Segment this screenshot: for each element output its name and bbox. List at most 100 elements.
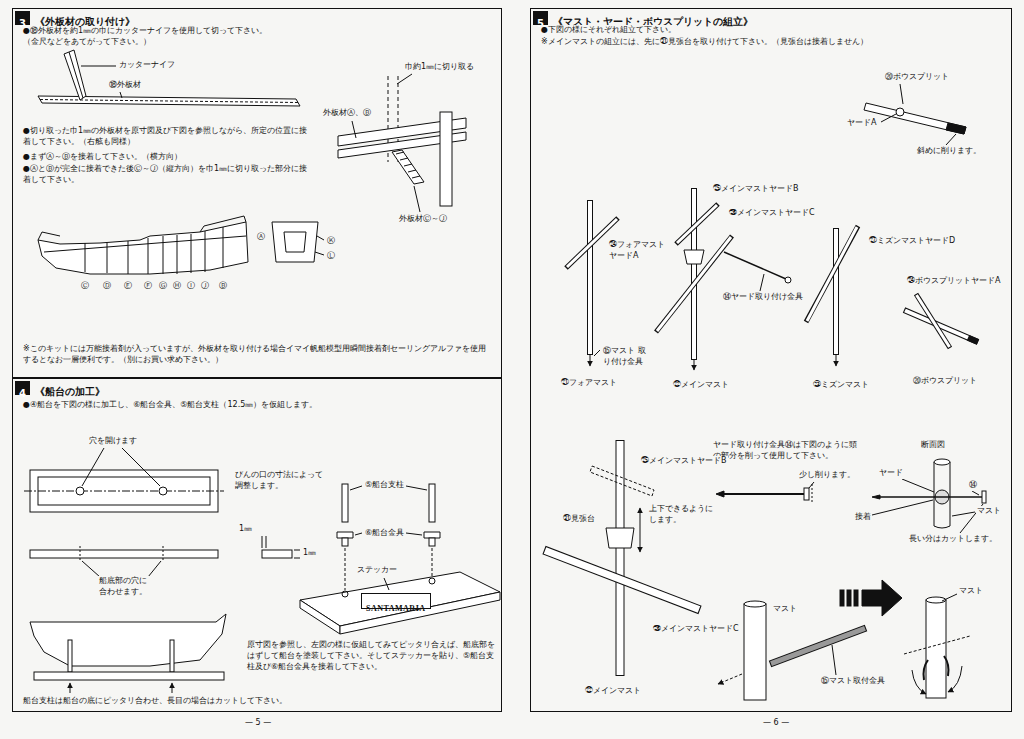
crows-nest — [684, 250, 704, 264]
leader-arrow — [70, 683, 71, 693]
leader-line — [942, 594, 957, 601]
leader-line — [82, 561, 100, 577]
part-label: 1㎜ — [302, 548, 317, 559]
big-arrow — [862, 580, 902, 616]
leader-line — [352, 121, 356, 138]
stand-side-view — [30, 550, 218, 558]
step-number: 5 — [533, 11, 548, 25]
stand-post-part — [342, 484, 348, 522]
step-number: 4 — [15, 381, 30, 395]
stand-board-side — [300, 600, 340, 634]
part-label: ㉕メインマストヤードB — [640, 456, 728, 467]
stand-fitting — [424, 532, 440, 538]
bend-arrow — [912, 670, 926, 694]
frame-post — [440, 112, 452, 206]
instruction-note: ●④船台を下図の様に加工し、⑥船台金具、⑤船台支柱（12.5㎜）を仮組します。 — [22, 400, 318, 411]
leader-line — [972, 491, 979, 495]
stand-fitting — [342, 538, 348, 546]
mizzen-yard-fill — [807, 227, 857, 321]
wale-line — [44, 236, 246, 252]
part-label: ⑮マスト 取り付け金具 — [602, 346, 654, 368]
instruction-note: ●下図の様にそれぞれ組立て下さい。 — [540, 25, 677, 36]
instruction-note: 原寸図を参照し、左図の様に仮組してみてピッタリ合えば、船底部をはずして船台を塗装… — [246, 640, 498, 672]
part-label: 断面図 — [920, 440, 946, 451]
leader-line — [317, 236, 324, 240]
pin-point — [716, 491, 724, 497]
mast-detail — [744, 604, 766, 700]
fitting-leg — [944, 656, 949, 676]
stand-fitting — [429, 538, 435, 546]
part-label: ㉓ミズンマスト — [812, 380, 870, 391]
mizzenmast-fill — [834, 229, 838, 354]
leader-line — [872, 500, 933, 515]
assembly-guide — [432, 548, 433, 576]
part-label: ⑮マスト取付金具 — [820, 676, 886, 687]
yard-c-detail-fill — [545, 550, 699, 609]
page-number: — 6 — — [762, 718, 790, 729]
instruction-note: 長い分はカットします。 — [908, 534, 998, 545]
mast-bottom — [934, 526, 950, 528]
hull-side — [38, 222, 248, 274]
instruction-note: 少し削ります。 — [798, 470, 856, 481]
part-letter: Ⓚ — [326, 236, 336, 247]
mast-pin — [836, 355, 837, 366]
yard-b-ghost — [590, 466, 654, 496]
pin-head — [804, 488, 809, 500]
pin-point — [872, 495, 880, 499]
mast-pin — [694, 360, 695, 370]
trim-line — [812, 484, 813, 504]
part-label: ⑱外板材 — [108, 80, 142, 91]
leader-line — [809, 482, 814, 488]
hull-section — [272, 222, 318, 262]
instruction-note: びんの口の寸法によって調整します。 — [234, 470, 326, 492]
part-label: ⑳ボウスプリット — [884, 72, 950, 83]
instruction-note: ●まずⒶ～Ⓑを接着して下さい。（横方向） — [22, 152, 183, 163]
part-label: 穴を開けます — [88, 436, 138, 447]
vertical-plank — [392, 150, 424, 184]
page-number: — 5 — — [244, 718, 272, 729]
part-letter: Ⓕ — [143, 281, 153, 292]
big-arrow — [854, 590, 858, 606]
part-letter: Ⓘ — [186, 281, 196, 292]
part-letter: Ⓗ — [172, 281, 182, 292]
bowsprit-tip — [946, 123, 966, 134]
stand-end-view — [262, 550, 292, 558]
part-label: ⑥船台金具 — [364, 528, 405, 539]
leader-line — [120, 92, 122, 98]
pin-detail — [724, 493, 804, 495]
mast-section — [950, 462, 951, 526]
stand-post — [170, 640, 174, 672]
leader-line — [594, 350, 600, 356]
bowsprit-yard-fill — [917, 295, 950, 347]
part-label: マスト — [976, 506, 1002, 517]
instruction-note: ヤード取り付け金具⑭は下図のように頭の部分を削って使用して下さい。 — [712, 440, 862, 462]
leader-line — [397, 74, 412, 84]
part-label: ㉔ボウスプリットヤードA — [906, 276, 1001, 287]
main-yard-b-fill — [677, 205, 717, 243]
part-letter: Ⓒ — [80, 281, 90, 292]
step-number-text: 4 — [19, 388, 26, 400]
section-heading: 《船台の加工》 — [35, 385, 105, 399]
yard-end — [896, 108, 904, 116]
main-yard-b — [676, 204, 718, 244]
hole — [342, 591, 348, 597]
instruction-note: 船底部の穴に合わせます。 — [98, 576, 150, 598]
hole-guide — [80, 546, 163, 562]
part-label: マスト — [772, 604, 798, 615]
instruction-note: ※このキットには万能接着剤が入っていますが、外板材を取り付ける場合イマイ帆船模型… — [22, 344, 494, 366]
part-label: ヤード — [878, 468, 904, 479]
bowsprit — [864, 103, 966, 134]
part-letter: Ⓛ — [326, 251, 336, 262]
instruction-note: 船台支柱は船台の底にピッタリ合わせ、長目の場合はカットして下さい。 — [22, 696, 288, 707]
part-label: ㉒メインマスト — [584, 686, 642, 697]
leader-line — [832, 645, 836, 675]
mast-detail — [926, 600, 946, 698]
fitting-leg — [924, 660, 929, 680]
leader-line — [122, 448, 160, 486]
part-letter: Ⓑ — [218, 281, 228, 292]
leader-line — [414, 186, 420, 212]
mast-top — [744, 601, 766, 607]
hole — [429, 578, 435, 584]
instruction-note: ●ⒶとⒷが完全に接着できた後Ⓒ～Ⓙ（縦方向）を巾1㎜に切り取った部分に接着して下… — [22, 164, 316, 186]
